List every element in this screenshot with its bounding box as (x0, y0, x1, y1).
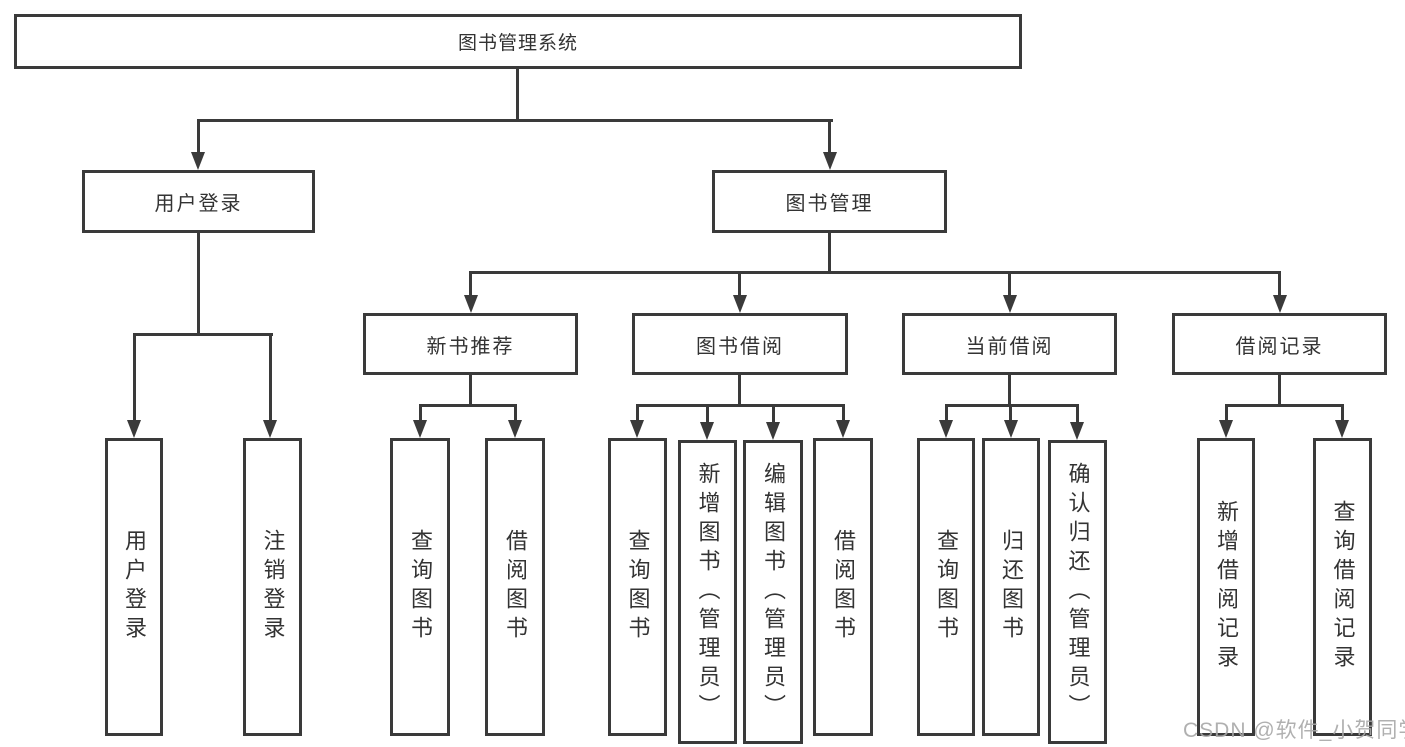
node-label: 借阅图书 (831, 529, 856, 645)
connector-vline (706, 404, 709, 424)
arrow-down-icon (1070, 422, 1084, 440)
arrow-down-icon (733, 295, 747, 313)
node-book-management: 图书管理 (712, 170, 947, 233)
connector-vline (1009, 404, 1012, 422)
node-label: 查询图书 (934, 529, 959, 645)
node-borrow-books-borrow: 借阅图书 (813, 438, 873, 736)
connector-vline (945, 404, 948, 422)
connector-vline (1278, 271, 1281, 297)
node-label: 查询图书 (408, 529, 433, 645)
connector-vline (514, 404, 517, 422)
arrow-down-icon (630, 420, 644, 438)
arrow-down-icon (508, 420, 522, 438)
connector-hline (1226, 404, 1343, 407)
connector-vline (133, 333, 136, 421)
arrow-down-icon (127, 420, 141, 438)
connector-vline (516, 68, 519, 120)
connector-hline (946, 404, 1079, 407)
node-logout: 注销登录 (243, 438, 302, 736)
arrow-down-icon (464, 295, 478, 313)
node-borrow-books-recommend: 借阅图书 (485, 438, 545, 736)
connector-vline (419, 404, 422, 422)
arrow-down-icon (191, 152, 205, 170)
node-query-borrow-record: 查询借阅记录 (1313, 438, 1372, 736)
node-label: 用户登录 (154, 193, 243, 215)
connector-vline (469, 271, 472, 297)
connector-hline (133, 333, 273, 336)
connector-hline (470, 271, 1281, 274)
connector-vline (1076, 404, 1079, 424)
node-label: 新增图书（管理员） (695, 461, 721, 723)
connector-vline (1225, 404, 1228, 422)
connector-hline (637, 404, 844, 407)
arrow-down-icon (1219, 420, 1233, 438)
node-label: 编辑图书（管理员） (761, 461, 786, 723)
node-return-books: 归还图书 (982, 438, 1040, 736)
node-label: 图书管理 (785, 193, 874, 215)
node-borrow-records: 借阅记录 (1172, 313, 1387, 375)
node-query-books-current: 查询图书 (917, 438, 975, 736)
csdn-watermark: CSDN @软件_小贺同学 (1183, 719, 1405, 742)
node-new-book-recommend: 新书推荐 (363, 313, 578, 375)
arrow-down-icon (263, 420, 277, 438)
connector-vline (842, 404, 845, 422)
arrow-down-icon (823, 152, 837, 170)
node-confirm-return-admin: 确认归还（管理员） (1048, 440, 1107, 744)
node-label: 新增借阅记录 (1214, 500, 1239, 674)
arrow-down-icon (766, 422, 780, 440)
connector-vline (469, 375, 472, 406)
node-system-root: 图书管理系统 (14, 14, 1022, 69)
node-add-book-admin: 新增图书（管理员） (678, 440, 737, 744)
arrow-down-icon (1003, 295, 1017, 313)
connector-vline (738, 271, 741, 297)
connector-vline (828, 119, 831, 155)
arrow-down-icon (1004, 420, 1018, 438)
arrow-down-icon (413, 420, 427, 438)
connector-vline (772, 404, 775, 424)
connector-vline (1341, 404, 1344, 422)
connector-vline (1008, 271, 1011, 297)
node-edit-book-admin: 编辑图书（管理员） (743, 440, 803, 744)
node-add-borrow-record: 新增借阅记录 (1197, 438, 1255, 736)
connector-hline (197, 119, 833, 122)
node-query-books-borrow: 查询图书 (608, 438, 667, 736)
connector-vline (828, 233, 831, 273)
node-current-borrow: 当前借阅 (902, 313, 1117, 375)
node-user-login-leaf: 用户登录 (105, 438, 163, 736)
node-label: 图书管理系统 (457, 33, 578, 54)
node-label: 查询图书 (625, 529, 651, 645)
node-label: 借阅图书 (503, 529, 528, 645)
node-label: 查询借阅记录 (1330, 500, 1356, 674)
node-label: 归还图书 (999, 529, 1024, 645)
connector-hline (419, 404, 517, 407)
node-label: 图书借阅 (696, 335, 784, 358)
node-label: 新书推荐 (426, 335, 515, 358)
connector-vline (636, 404, 639, 422)
connector-vline (197, 233, 200, 335)
node-label: 当前借阅 (965, 335, 1054, 358)
connector-vline (1008, 375, 1011, 406)
node-label: 注销登录 (260, 529, 286, 645)
node-label: 用户登录 (122, 529, 147, 645)
node-book-borrow: 图书借阅 (632, 313, 848, 375)
arrow-down-icon (836, 420, 850, 438)
node-label: 确认归还（管理员） (1065, 461, 1091, 723)
arrow-down-icon (1335, 420, 1349, 438)
arrow-down-icon (939, 420, 953, 438)
node-user-login: 用户登录 (82, 170, 315, 233)
node-label: 借阅记录 (1235, 335, 1324, 358)
connector-vline (738, 375, 741, 406)
arrow-down-icon (1273, 295, 1287, 313)
node-query-books-recommend: 查询图书 (390, 438, 450, 736)
connector-vline (269, 333, 272, 421)
connector-vline (197, 119, 200, 155)
connector-vline (1278, 375, 1281, 406)
arrow-down-icon (700, 422, 714, 440)
